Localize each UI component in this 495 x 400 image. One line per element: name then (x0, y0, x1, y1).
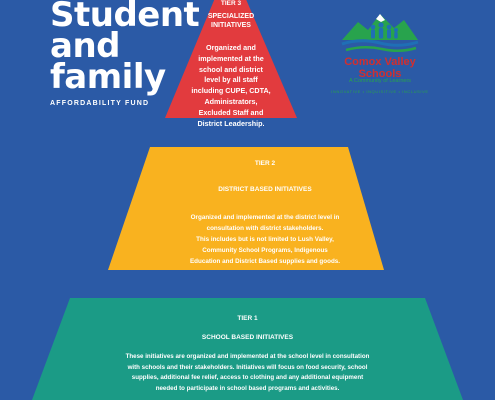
tier-1-name: SCHOOL BASED INITIATIVES (201, 334, 294, 341)
tier-2-description: Organized and implemented at the distric… (189, 214, 341, 265)
tier-2-name: DISTRICT BASED INITIATIVES (218, 186, 312, 193)
mountain-highlight-icon (376, 14, 385, 22)
tier-1-shape (32, 298, 463, 400)
tier-2-shape (108, 147, 384, 270)
tier-3-name: SPECIALIZED INITIATIVES (207, 13, 255, 29)
logo-values: INNOVATIVE • INQUISITIVE • INCLUSIVE (331, 89, 429, 94)
water-wave-lower-icon (345, 46, 417, 52)
poster-title: Student and family (50, 0, 200, 97)
tier-3-shape (165, 0, 297, 118)
school-district-logo-icon (341, 14, 419, 52)
tier-3-description: Organized and implemented at the school … (191, 43, 271, 128)
logo-name: Comox Valley Schools (344, 56, 416, 80)
tier-2-label: TIER 2 (254, 160, 276, 167)
logo-tagline: A Community of Learners (348, 78, 412, 84)
water-wave-icon (341, 39, 419, 47)
tier-1-description: These initiatives are organized and impl… (125, 353, 370, 392)
tier-1-label: TIER 1 (237, 315, 258, 322)
tier-3-label: TIER 3 (220, 0, 242, 7)
poster-subtitle: AFFORDABILITY FUND (50, 100, 150, 107)
people-icon (370, 22, 398, 39)
